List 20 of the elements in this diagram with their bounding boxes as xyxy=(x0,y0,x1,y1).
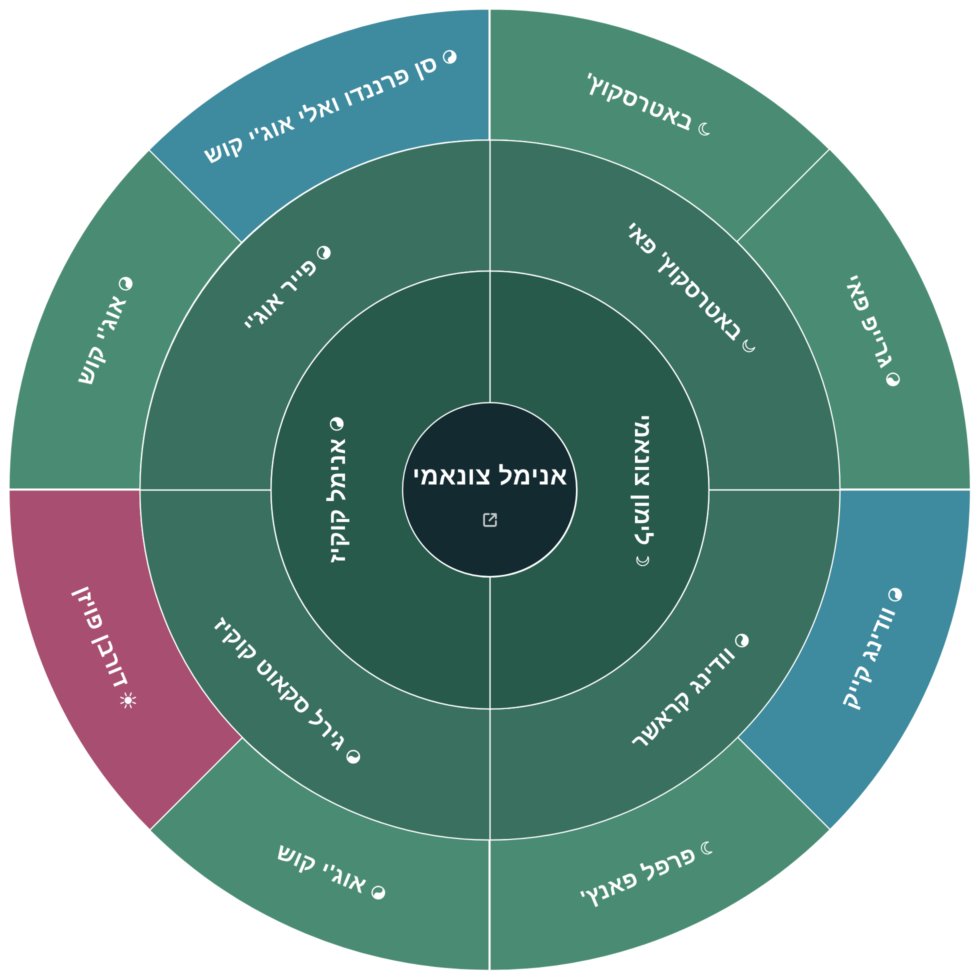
segment-label: סן פרננדו ואלי אוג'י קוש xyxy=(200,50,442,170)
segment-label: פרפל פאנץ' xyxy=(578,841,700,912)
segment-label: באטרסקוץ' פאי xyxy=(619,216,748,346)
segment-label: גירל סקאוט קוקיז xyxy=(209,611,353,755)
segment-label: גרייפ פאי xyxy=(838,270,900,372)
segment-label: וודינג קייק xyxy=(836,603,902,713)
segment-label: פייר אוג'י xyxy=(238,253,324,338)
segment-label: אוג'י קוש xyxy=(272,838,370,899)
segment-label: לימון צונאמי xyxy=(629,414,656,546)
ring-segment xyxy=(149,8,490,242)
ring-segment xyxy=(490,140,840,490)
ring-segment xyxy=(736,490,970,830)
segment-label: דורבן פויזן xyxy=(69,582,134,692)
ring-segment xyxy=(490,490,840,840)
center-circle xyxy=(402,402,578,578)
segment-label: באטרסקוץ' xyxy=(580,68,698,136)
segment-label: אנימל צונאמי xyxy=(412,463,568,492)
segment-label: אנימל קוקיז xyxy=(323,438,350,562)
segment-label: אוג'י קוש xyxy=(72,292,132,389)
segment-label: וודינג קראשר xyxy=(626,641,740,755)
